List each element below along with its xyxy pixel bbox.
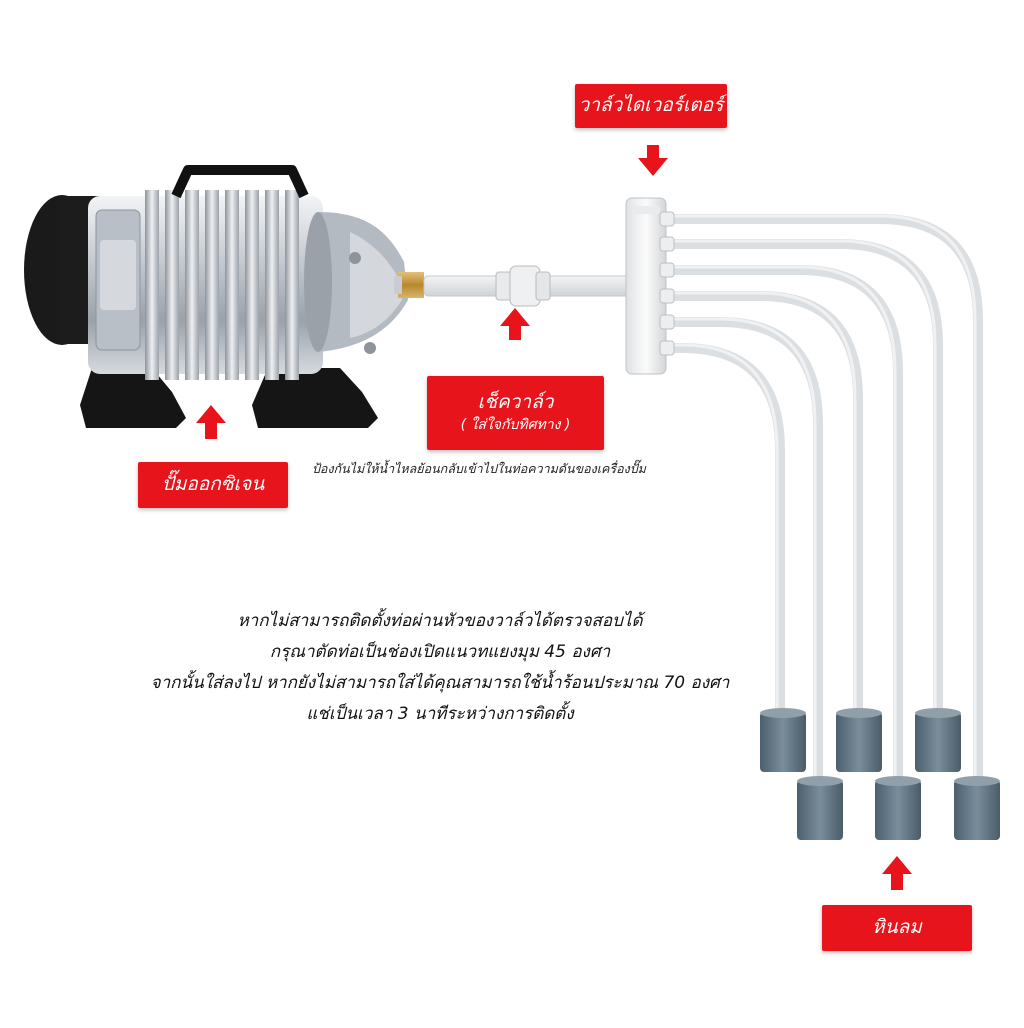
arrow-down-icon xyxy=(638,145,668,176)
check-valve-part xyxy=(495,265,551,307)
air-stone-label: หินลม xyxy=(822,905,972,951)
divider-valve-label-text: วาล์วไดเวอร์เตอร์ xyxy=(578,94,724,117)
pump-image xyxy=(24,165,424,428)
air-stone-icon xyxy=(760,708,806,772)
divider-valve-label: วาล์วไดเวอร์เตอร์ xyxy=(575,84,727,128)
air-stone-icon xyxy=(875,776,921,840)
air-stone-label-text: หินลม xyxy=(872,916,922,939)
air-stone-icon xyxy=(954,776,1000,840)
installation-instructions: หากไม่สามารถติดตั้งท่อผ่านหัวของวาล์วได้… xyxy=(0,606,880,730)
check-valve-label: เช็ควาล์ว ( ใส่ใจกับทิศทาง ) xyxy=(427,376,604,450)
arrow-up-icon xyxy=(196,405,226,439)
check-valve-note: ป้องกันไม่ให้น้ำไหลย้อนกลับเข้าไปในท่อคว… xyxy=(312,461,646,476)
tube-highlights xyxy=(664,214,977,780)
instruction-line: กรุณาตัดท่อเป็นช่องเปิดแนวทแยงมุม 45 องศ… xyxy=(269,642,611,662)
instruction-line: หากไม่สามารถติดตั้งท่อผ่านหัวของวาล์วได้… xyxy=(237,611,643,631)
air-stone-icon xyxy=(797,776,843,840)
air-stones xyxy=(760,708,1000,840)
air-stone-icon xyxy=(836,708,882,772)
arrow-up-icon xyxy=(882,856,912,890)
check-valve-label-subtext: ( ใส่ใจกับทิศทาง ) xyxy=(460,417,571,434)
arrow-up-icon xyxy=(500,308,530,340)
oxygen-pump-label: ปั๊มออกซิเจน xyxy=(138,462,288,508)
oxygen-pump-label-text: ปั๊มออกซิเจน xyxy=(161,473,265,496)
instruction-line: แช่เป็นเวลา 3 นาทีระหว่างการติดตั้ง xyxy=(306,704,574,724)
check-valve-label-text: เช็ควาล์ว xyxy=(477,391,554,414)
air-stone-icon xyxy=(915,708,961,772)
diverter-valve-part xyxy=(625,197,675,375)
instruction-line: จากนั้นใส่ลงไป หากยังไม่สามารถใส่ได้คุณส… xyxy=(150,673,730,693)
